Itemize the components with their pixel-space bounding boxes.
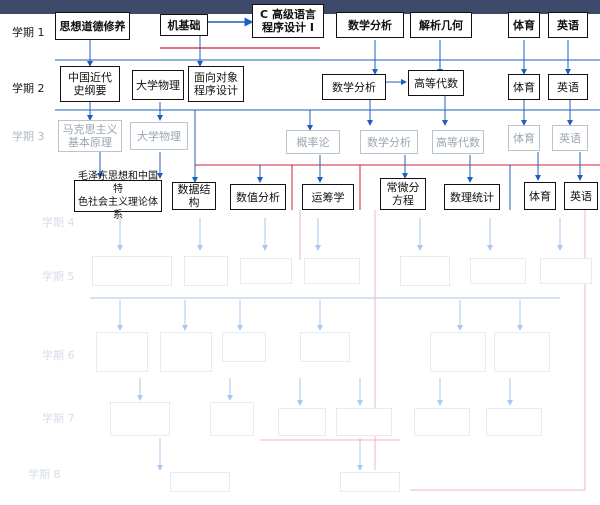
course-physics-1: 大学物理 (132, 70, 184, 100)
ghost-course (414, 408, 470, 436)
term-label-4: 学期 4 (42, 216, 75, 229)
term-label-5: 学期 5 (42, 270, 75, 283)
course-probability: 概率论 (286, 130, 340, 154)
course-marxism: 马克思主义 基本原理 (58, 120, 122, 152)
ghost-course (92, 256, 172, 286)
ghost-course (494, 332, 550, 372)
course-oop: 面向对象 程序设计 (188, 66, 244, 102)
term-label-1: 学期 1 (12, 26, 45, 39)
course-mao-theory: 毛泽东思想和中国特 色社会主义理论体系 (74, 171, 162, 221)
term-label-8: 学期 8 (28, 468, 61, 481)
course-operations-research: 运筹学 (302, 184, 354, 210)
ghost-course (340, 472, 400, 492)
course-physics-2: 大学物理 (130, 122, 188, 150)
course-advanced-algebra: 高等代数 (408, 70, 464, 96)
term-label-6: 学期 6 (42, 349, 75, 362)
course-computer-basics: 机基础 (160, 14, 208, 36)
course-pe-3: 体育 (508, 125, 540, 151)
ghost-course (336, 408, 392, 436)
course-pe-4: 体育 (524, 182, 556, 210)
course-pe-1: 体育 (508, 12, 540, 38)
course-english-1: 英语 (548, 12, 588, 38)
course-math-analysis-1: 数学分析 (336, 12, 404, 38)
ghost-course (184, 256, 228, 286)
term-label-3: 学期 3 (12, 130, 45, 143)
ghost-course (240, 258, 292, 284)
ghost-course (160, 332, 212, 372)
course-math-analysis-2: 数学分析 (322, 74, 386, 100)
ghost-course (304, 258, 360, 284)
ghost-course (430, 332, 486, 372)
course-ode: 常微分 方程 (380, 178, 426, 210)
term-label-2: 学期 2 (12, 82, 45, 95)
ghost-course (210, 402, 254, 436)
ghost-course (300, 332, 350, 362)
course-math-stats: 数理统计 (444, 184, 500, 210)
ghost-course (110, 402, 170, 436)
course-algebra-3: 高等代数 (432, 130, 484, 154)
ghost-course (470, 258, 526, 284)
course-english-2: 英语 (548, 74, 588, 100)
ghost-course (486, 408, 542, 436)
ghost-course (540, 258, 592, 284)
ghost-course (400, 256, 450, 286)
course-english-4: 英语 (564, 182, 598, 210)
course-analytic-geometry: 解析几何 (410, 12, 472, 38)
ghost-course (278, 408, 326, 436)
course-modern-history: 中国近代 史纲要 (60, 66, 120, 102)
course-math-analysis-3: 数学分析 (360, 130, 418, 154)
course-c-language: C 高级语言 程序设计 I (252, 4, 324, 38)
course-numerical-analysis: 数值分析 (230, 184, 286, 210)
ghost-course (96, 332, 148, 372)
ghost-course (222, 332, 266, 362)
course-ideology: 思想道德修养 (55, 12, 130, 40)
course-pe-2: 体育 (508, 74, 540, 100)
ghost-course (170, 472, 230, 492)
term-label-7: 学期 7 (42, 412, 75, 425)
course-english-3: 英语 (552, 125, 588, 151)
course-data-structures: 数据结构 (172, 182, 216, 210)
